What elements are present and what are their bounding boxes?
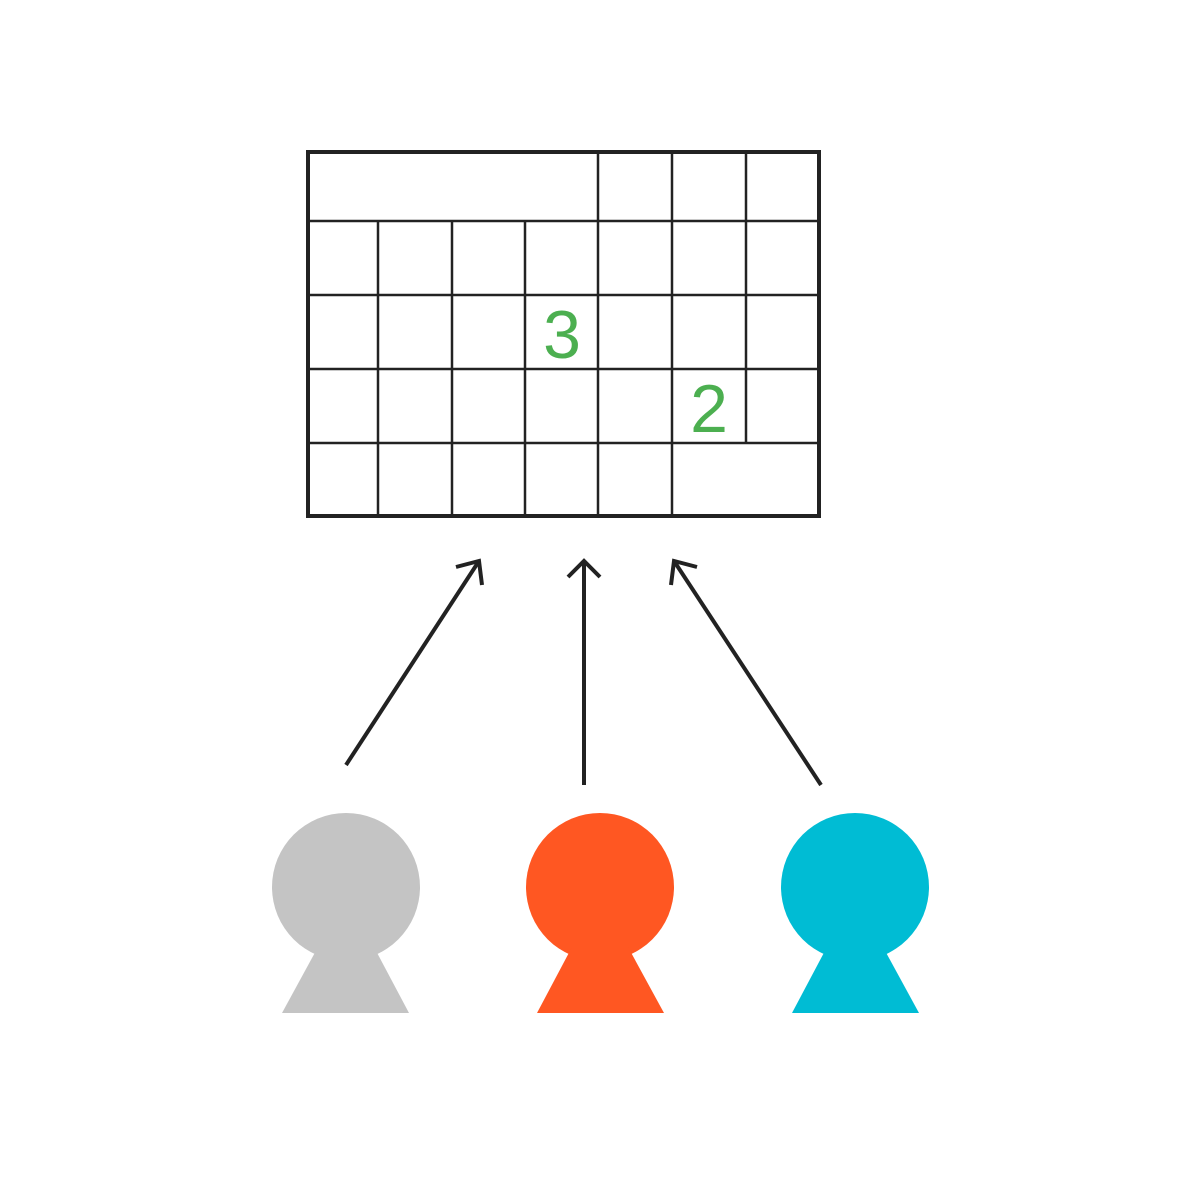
person-body — [282, 947, 409, 1013]
person-orange — [526, 813, 674, 1013]
person-head — [526, 813, 674, 961]
person-body — [537, 947, 664, 1013]
grid-board — [306, 150, 821, 518]
cell-number-2: 2 — [690, 371, 728, 447]
person-gray — [272, 813, 420, 1013]
person-head — [781, 813, 929, 961]
arrow-left-person — [344, 558, 484, 767]
person-cyan — [781, 813, 929, 1013]
person-head — [272, 813, 420, 961]
cell-number-3: 3 — [543, 297, 581, 373]
arrows — [344, 558, 823, 787]
person-body — [792, 947, 919, 1013]
arrow-middle-person — [566, 558, 602, 785]
grid-border — [306, 150, 821, 518]
arrow-right-person — [669, 558, 823, 787]
